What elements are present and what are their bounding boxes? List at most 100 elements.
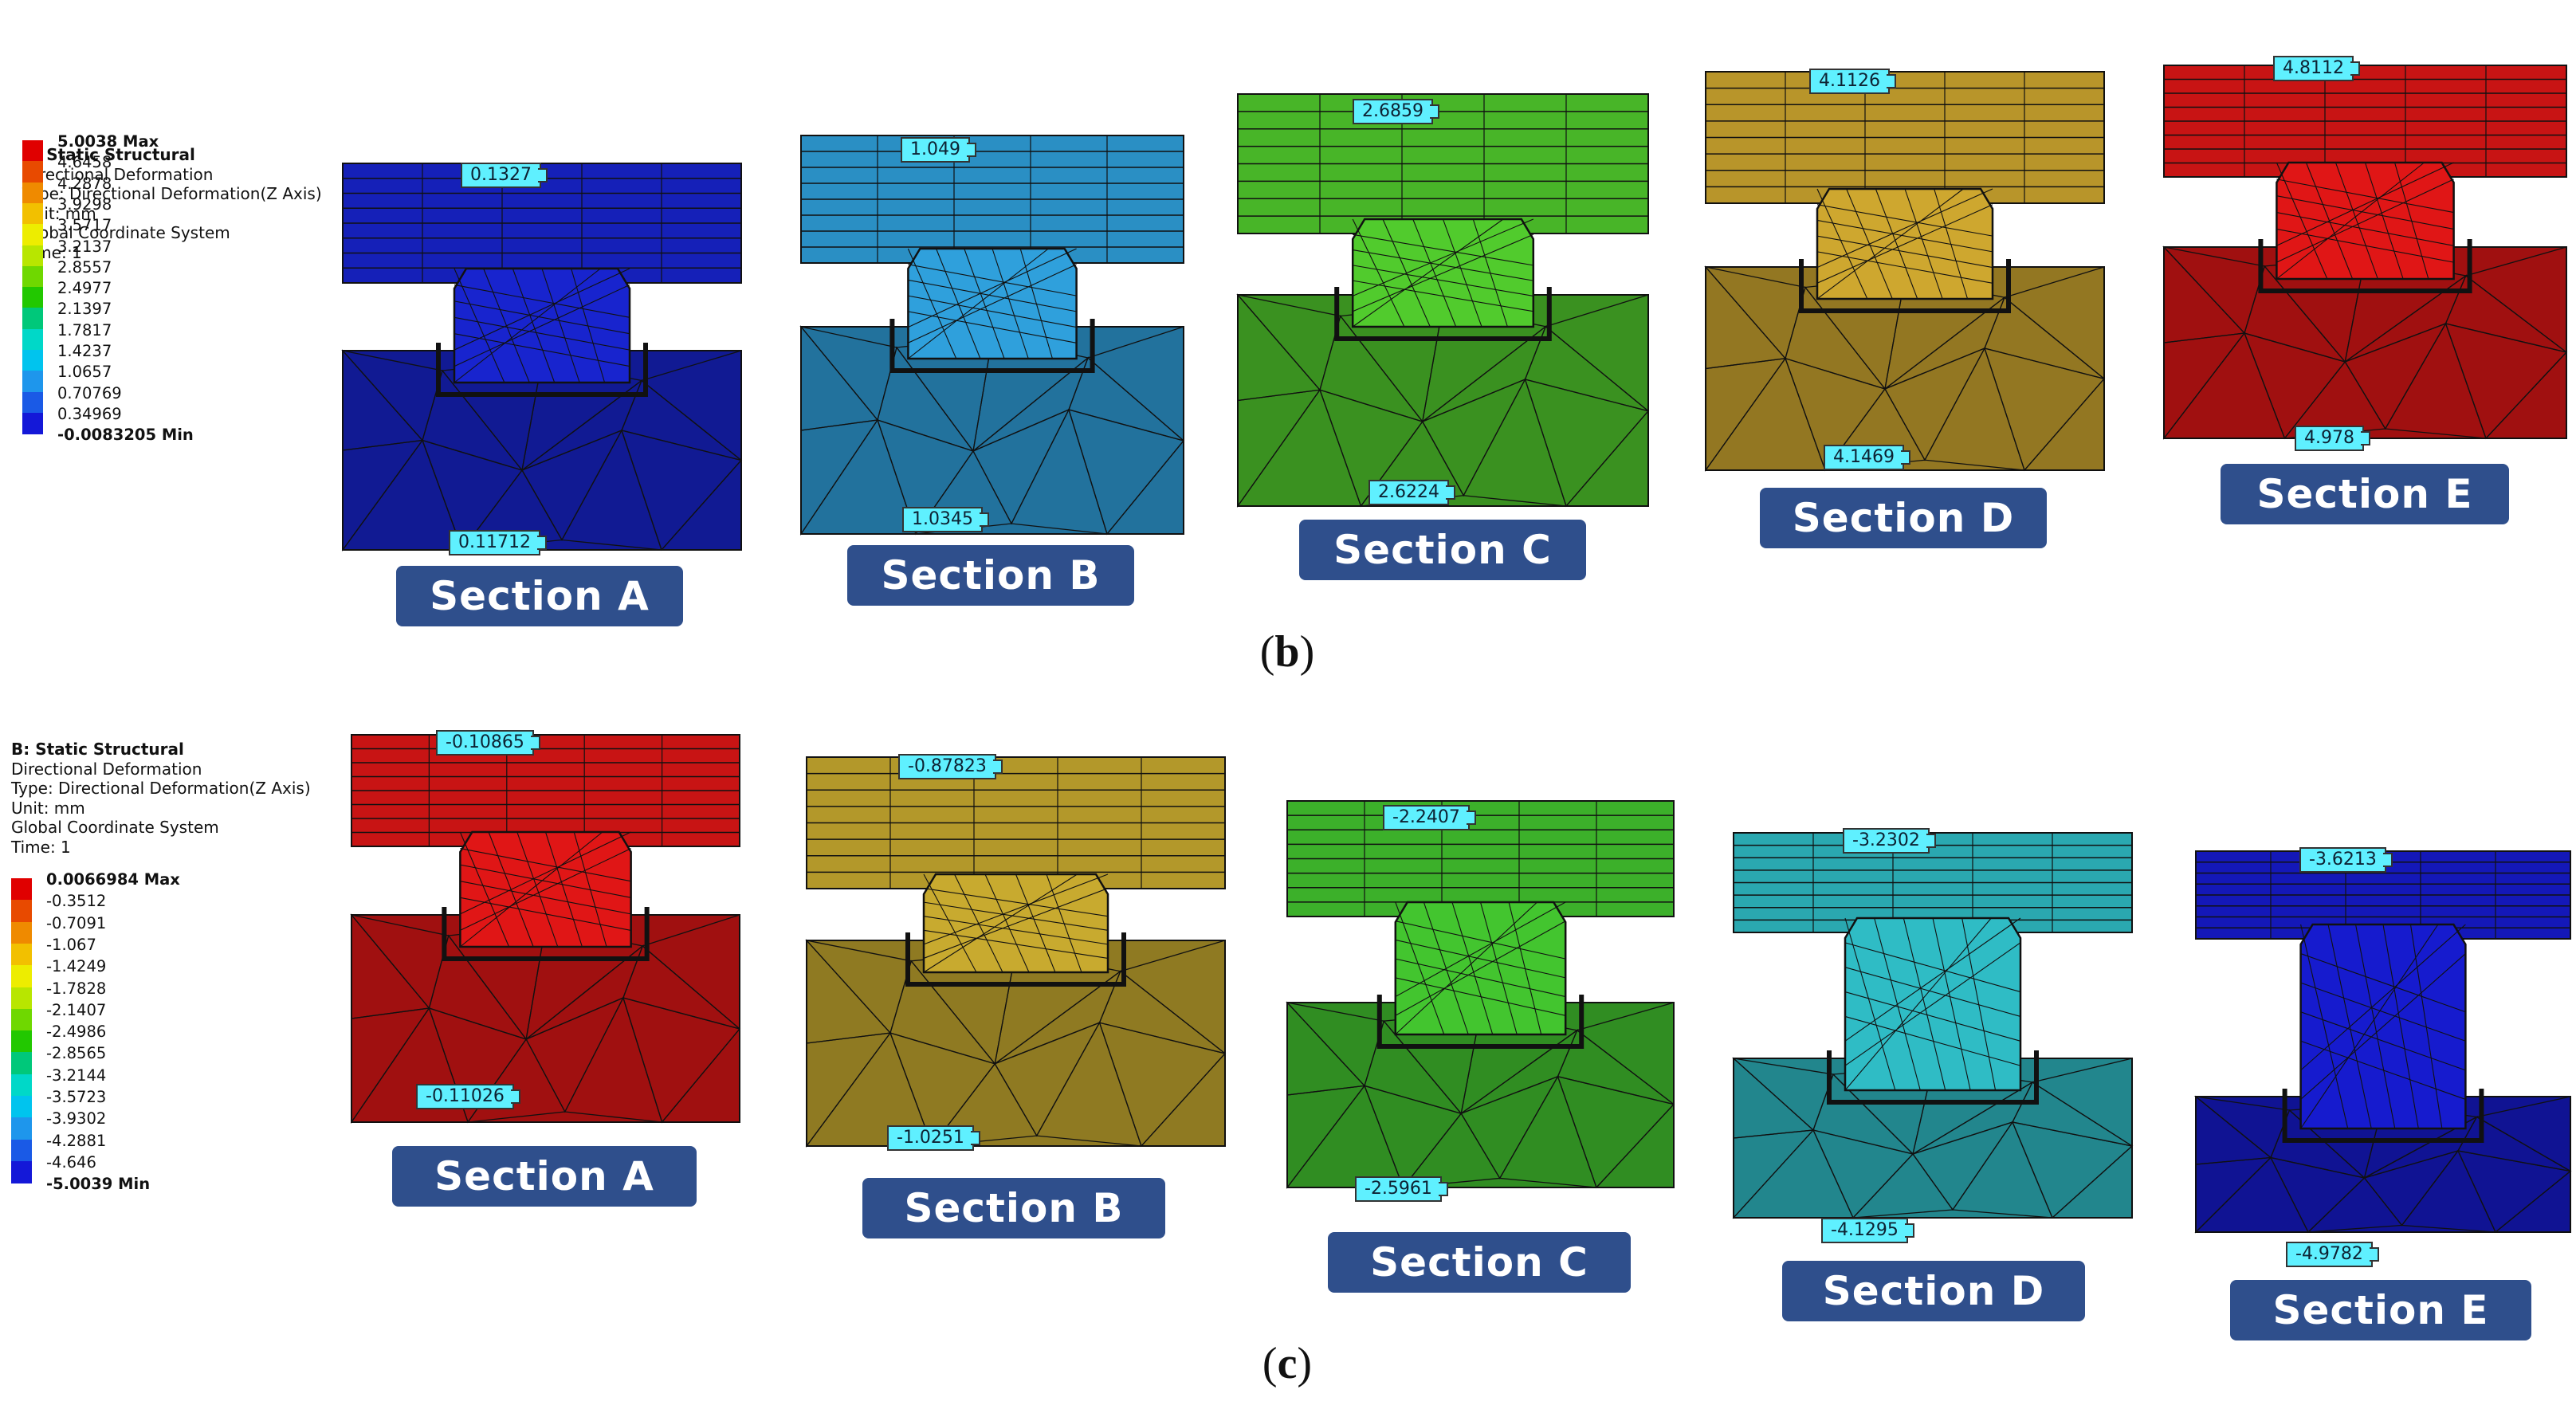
channel-slot (1799, 259, 2011, 313)
legend-title: B: Static Structural (22, 145, 195, 164)
section-badge: Section D (1760, 488, 2047, 548)
legend-tick-label: -1.7828 (46, 979, 107, 998)
color-swatch (22, 350, 43, 372)
color-swatch (11, 878, 32, 901)
color-swatch (22, 202, 43, 226)
top-probe-label: -3.2302 (1843, 828, 1936, 854)
section-model (1704, 71, 2106, 473)
section-model (2193, 850, 2572, 1234)
legend-tick-label: 0.0066984 Max (46, 870, 180, 889)
bottom-probe-label: -4.1295 (1821, 1218, 1914, 1243)
channel-slot (1376, 995, 1584, 1049)
section-badge: Section B (847, 545, 1134, 606)
legend-line: Directional Deformation (11, 759, 202, 779)
color-swatch (11, 1074, 32, 1097)
legend-tick-label: -2.4986 (46, 1023, 107, 1042)
panel-letter: c (1277, 1339, 1298, 1388)
legend-tick-label: 1.0657 (57, 363, 112, 382)
color-swatch (22, 412, 43, 435)
color-swatch (11, 1139, 32, 1162)
lower-member (1237, 294, 1649, 507)
section-model (341, 163, 743, 551)
channel-slot (442, 907, 650, 961)
channel-slot (905, 932, 1126, 987)
legend-tick-label: 4.6458 (57, 153, 112, 172)
bottom-probe-label: -1.0251 (887, 1125, 980, 1151)
color-swatch (22, 328, 43, 351)
legend-tick-label: 0.70769 (57, 383, 122, 402)
lower-member (800, 326, 1184, 535)
color-swatch (11, 1096, 32, 1119)
legend-line: Unit: mm (11, 798, 85, 818)
legend-tick-label: -1.067 (46, 935, 96, 954)
top-probe-label: 1.049 (901, 137, 976, 163)
section-model (1236, 93, 1650, 508)
section-badge: Section D (1782, 1261, 2085, 1321)
top-probe-label: 4.1126 (1809, 69, 1896, 94)
lower-member (806, 940, 1226, 1147)
color-swatch (11, 1052, 32, 1075)
legend-line: Type: Directional Deformation(Z Axis) (22, 184, 322, 203)
legend-tick-label: 0.34969 (57, 404, 122, 423)
color-swatch (22, 161, 43, 183)
bottom-probe-label: -2.5961 (1355, 1176, 1448, 1202)
color-swatch (22, 224, 43, 246)
top-probe-label: 2.6859 (1353, 99, 1439, 124)
color-swatch (22, 308, 43, 330)
color-swatch (22, 391, 43, 414)
section-model (805, 756, 1227, 1148)
section-badge: Section E (2230, 1280, 2531, 1340)
legend-line: Global Coordinate System (11, 818, 219, 837)
section-model (350, 734, 741, 1125)
legend-tick-label: 2.1397 (57, 300, 112, 319)
legend-tick-label: 1.7817 (57, 320, 112, 340)
color-swatch (11, 1117, 32, 1140)
lower-member (1705, 266, 2105, 471)
channel-slot (436, 343, 648, 397)
section-badge: Section A (392, 1146, 697, 1207)
legend-tick-label: 2.8557 (57, 257, 112, 277)
bottom-probe-label: 4.1469 (1824, 445, 1910, 470)
bottom-probe-label: 2.6224 (1368, 480, 1455, 505)
bottom-probe-label: -4.9782 (2286, 1242, 2379, 1267)
bottom-probe-label: 4.978 (2295, 426, 2370, 451)
legend-tick-label: -1.4249 (46, 957, 107, 976)
color-swatch (11, 900, 32, 923)
top-probe-label: -0.10865 (436, 730, 540, 756)
legend-line: Type: Directional Deformation(Z Axis) (11, 779, 311, 798)
legend-tick-label: 4.2878 (57, 174, 112, 193)
top-probe-label: -2.2407 (1383, 805, 1476, 830)
legend-title: B: Static Structural (11, 740, 184, 759)
legend-tick-label: -5.0039 Min (46, 1175, 151, 1194)
color-swatch (11, 1160, 32, 1184)
legend-tick-label: -4.2881 (46, 1131, 107, 1150)
legend-tick-label: 2.4977 (57, 279, 112, 298)
legend-tick-label: -3.5723 (46, 1088, 107, 1106)
legend-tick-label: 3.5717 (57, 216, 112, 235)
section-badge: Section C (1299, 520, 1586, 580)
channel-slot (1827, 1050, 2039, 1105)
legend-line: Directional Deformation (22, 164, 214, 184)
panel-caption: (c) (1262, 1339, 1313, 1388)
top-probe-label: -0.87823 (898, 754, 1003, 779)
legend-tick-label: -0.3512 (46, 892, 107, 911)
color-swatch (22, 245, 43, 267)
legend-tick-label: -2.1407 (46, 1000, 107, 1019)
legend-tick-label: -2.8565 (46, 1044, 107, 1063)
channel-slot (889, 319, 1095, 373)
bottom-probe-label: -0.11026 (416, 1084, 520, 1109)
color-swatch (22, 140, 43, 163)
section-badge: Section B (862, 1178, 1165, 1238)
channel-slot (1334, 287, 1552, 341)
bottom-probe-label: 1.0345 (902, 507, 989, 532)
section-model (2162, 65, 2568, 440)
legend-tick-label: 5.0038 Max (57, 132, 159, 151)
legend-tick-label: -3.9302 (46, 1109, 107, 1128)
section-model (799, 135, 1185, 536)
legend-tick-label: -3.2144 (46, 1066, 107, 1085)
legend-tick-label: -0.7091 (46, 913, 107, 932)
color-swatch (11, 965, 32, 988)
